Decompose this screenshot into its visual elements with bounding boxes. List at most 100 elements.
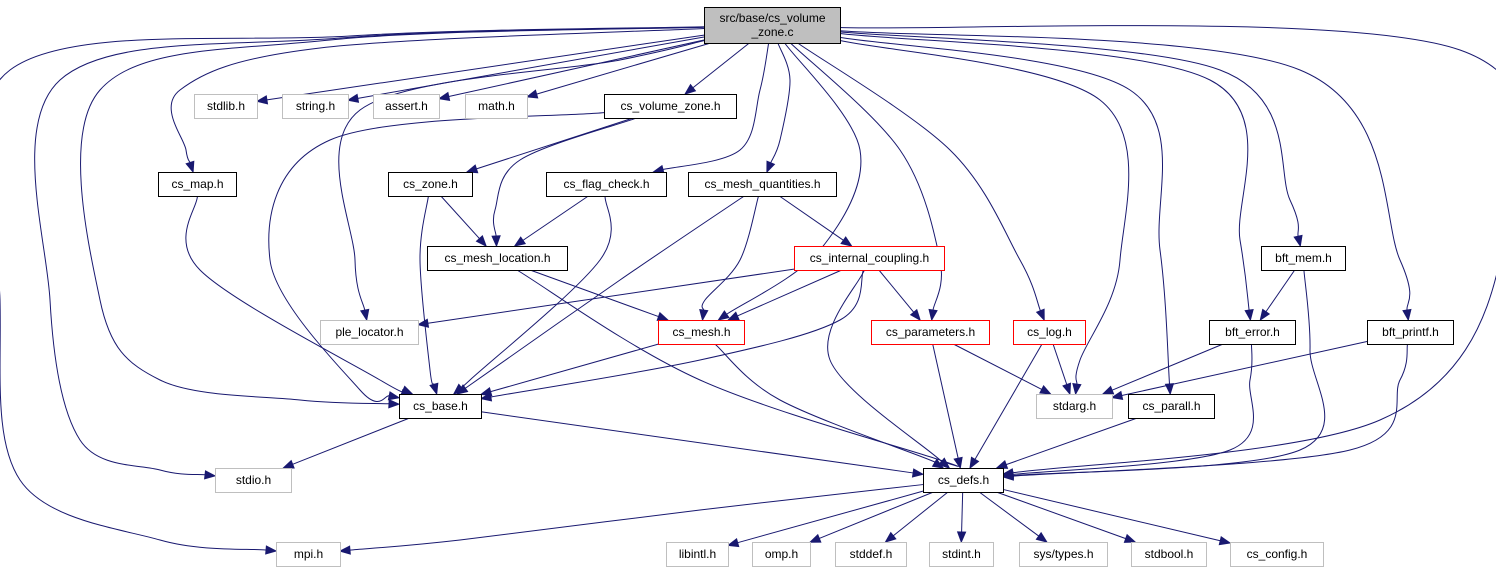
- edge-arrowhead: [726, 311, 740, 321]
- edge-base-to-stdio: [282, 417, 410, 469]
- node-root[interactable]: src/base/cs_volume_zone.c: [704, 7, 841, 44]
- edge-defs-to-stdbool: [996, 491, 1137, 543]
- edge-parall-to-defs: [995, 417, 1138, 469]
- edge-arrowhead: [525, 89, 539, 99]
- node-bfterr[interactable]: bft_error.h: [1209, 320, 1296, 345]
- edge-log-to-stdarg: [1052, 343, 1072, 396]
- node-base[interactable]: cs_base.h: [399, 394, 482, 419]
- edge-arrowhead: [429, 382, 439, 396]
- edge-arrowhead: [938, 457, 951, 469]
- node-ic[interactable]: cs_internal_coupling.h: [794, 246, 945, 271]
- node-box: [1013, 320, 1086, 345]
- node-box: [923, 468, 1004, 493]
- edge-ic-to-mesh: [726, 269, 842, 321]
- node-bftprintf[interactable]: bft_printf.h: [1367, 320, 1454, 345]
- edge-line: [80, 26, 705, 405]
- edge-params-to-defs: [932, 343, 963, 470]
- node-label: math.h: [478, 99, 515, 113]
- node-box: [688, 172, 837, 197]
- edge-line: [714, 343, 944, 466]
- node-label: cs_config.h: [1247, 547, 1308, 561]
- edge-line: [662, 42, 770, 170]
- node-label: cs_flag_check.h: [563, 177, 649, 191]
- edge-line: [978, 491, 1040, 537]
- edge-arrowhead: [1293, 234, 1303, 248]
- node-mesh[interactable]: cs_mesh.h: [658, 320, 745, 345]
- node-flag[interactable]: cs_flag_check.h: [546, 172, 667, 197]
- node-params[interactable]: cs_parameters.h: [871, 320, 990, 345]
- node-label: _zone.c: [750, 25, 793, 39]
- node-vzone[interactable]: cs_volume_zone.h: [604, 94, 737, 119]
- edge-line: [266, 34, 705, 101]
- node-omp: omp.h: [752, 542, 811, 567]
- edge-line: [419, 195, 435, 385]
- node-box: [276, 542, 341, 567]
- edge-root-to-assert: [437, 39, 705, 102]
- edge-ml-to-defs: [516, 269, 959, 469]
- node-box: [465, 94, 528, 119]
- edge-arrowhead: [969, 456, 980, 470]
- node-label: assert.h: [385, 99, 428, 113]
- edge-arrowhead: [1110, 390, 1124, 401]
- edge-line: [492, 117, 637, 237]
- node-assert: assert.h: [373, 94, 440, 119]
- edge-line: [427, 268, 795, 324]
- edge-arrowhead: [1001, 471, 1014, 481]
- edge-line: [1012, 343, 1254, 475]
- edge-root-to-mq: [766, 42, 791, 174]
- node-box: [158, 172, 237, 197]
- edge-line: [1012, 343, 1408, 477]
- node-label: cs_zone.h: [403, 177, 458, 191]
- node-bftmem[interactable]: bft_mem.h: [1261, 246, 1346, 271]
- node-box: [835, 542, 907, 567]
- edge-arrowhead: [1101, 385, 1115, 395]
- edge-bftprintf-to-stdarg: [1110, 340, 1368, 401]
- node-map[interactable]: cs_map.h: [158, 172, 237, 197]
- edge-arrowhead: [265, 545, 278, 555]
- edge-arrowhead: [185, 160, 195, 174]
- edge-arrowhead: [726, 537, 740, 548]
- node-box: [1230, 542, 1324, 567]
- edge-line: [292, 417, 410, 465]
- edge-arrowhead: [911, 468, 925, 478]
- node-log[interactable]: cs_log.h: [1013, 320, 1086, 345]
- node-box: [1367, 320, 1454, 345]
- edge-line: [790, 42, 942, 311]
- node-box: [546, 172, 667, 197]
- edge-defs-to-omp: [808, 491, 934, 543]
- edge-line: [34, 26, 705, 476]
- edge-mq-to-mesh: [699, 195, 760, 322]
- node-parall[interactable]: cs_parall.h: [1128, 394, 1215, 419]
- node-box: [373, 94, 440, 119]
- edge-arrowhead: [255, 95, 269, 105]
- edge-line: [701, 195, 760, 311]
- edge-defs-to-mpi: [338, 484, 924, 555]
- edge-arrowhead: [1035, 308, 1045, 322]
- edge-arrowhead: [931, 458, 945, 469]
- node-mq[interactable]: cs_mesh_quantities.h: [688, 172, 837, 197]
- edge-line: [779, 195, 844, 241]
- edge-line: [476, 117, 634, 170]
- node-box: [704, 7, 841, 44]
- node-box: [666, 542, 729, 567]
- edge-mq-to-base: [455, 195, 745, 395]
- node-box: [929, 542, 994, 567]
- edge-arrowhead: [840, 236, 853, 247]
- edge-line: [1002, 488, 1221, 542]
- node-box: [604, 94, 737, 119]
- node-label: stdbool.h: [1145, 547, 1194, 561]
- node-label: cs_map.h: [171, 177, 223, 191]
- node-defs[interactable]: cs_defs.h: [923, 468, 1004, 493]
- edge-arrowhead: [455, 384, 469, 395]
- edge-line: [536, 42, 711, 95]
- node-zone[interactable]: cs_zone.h: [388, 172, 473, 197]
- edge-bfterr-to-stdarg: [1101, 343, 1224, 395]
- edge-line: [522, 195, 589, 241]
- edge-root-to-bfterr: [839, 33, 1254, 322]
- edge-defs-to-systypes: [978, 491, 1048, 543]
- edge-mesh-to-base: [479, 343, 659, 397]
- node-label: string.h: [296, 99, 335, 113]
- node-ml[interactable]: cs_mesh_location.h: [427, 246, 568, 271]
- edge-vzone-to-zone: [465, 117, 634, 174]
- node-box: [1128, 394, 1215, 419]
